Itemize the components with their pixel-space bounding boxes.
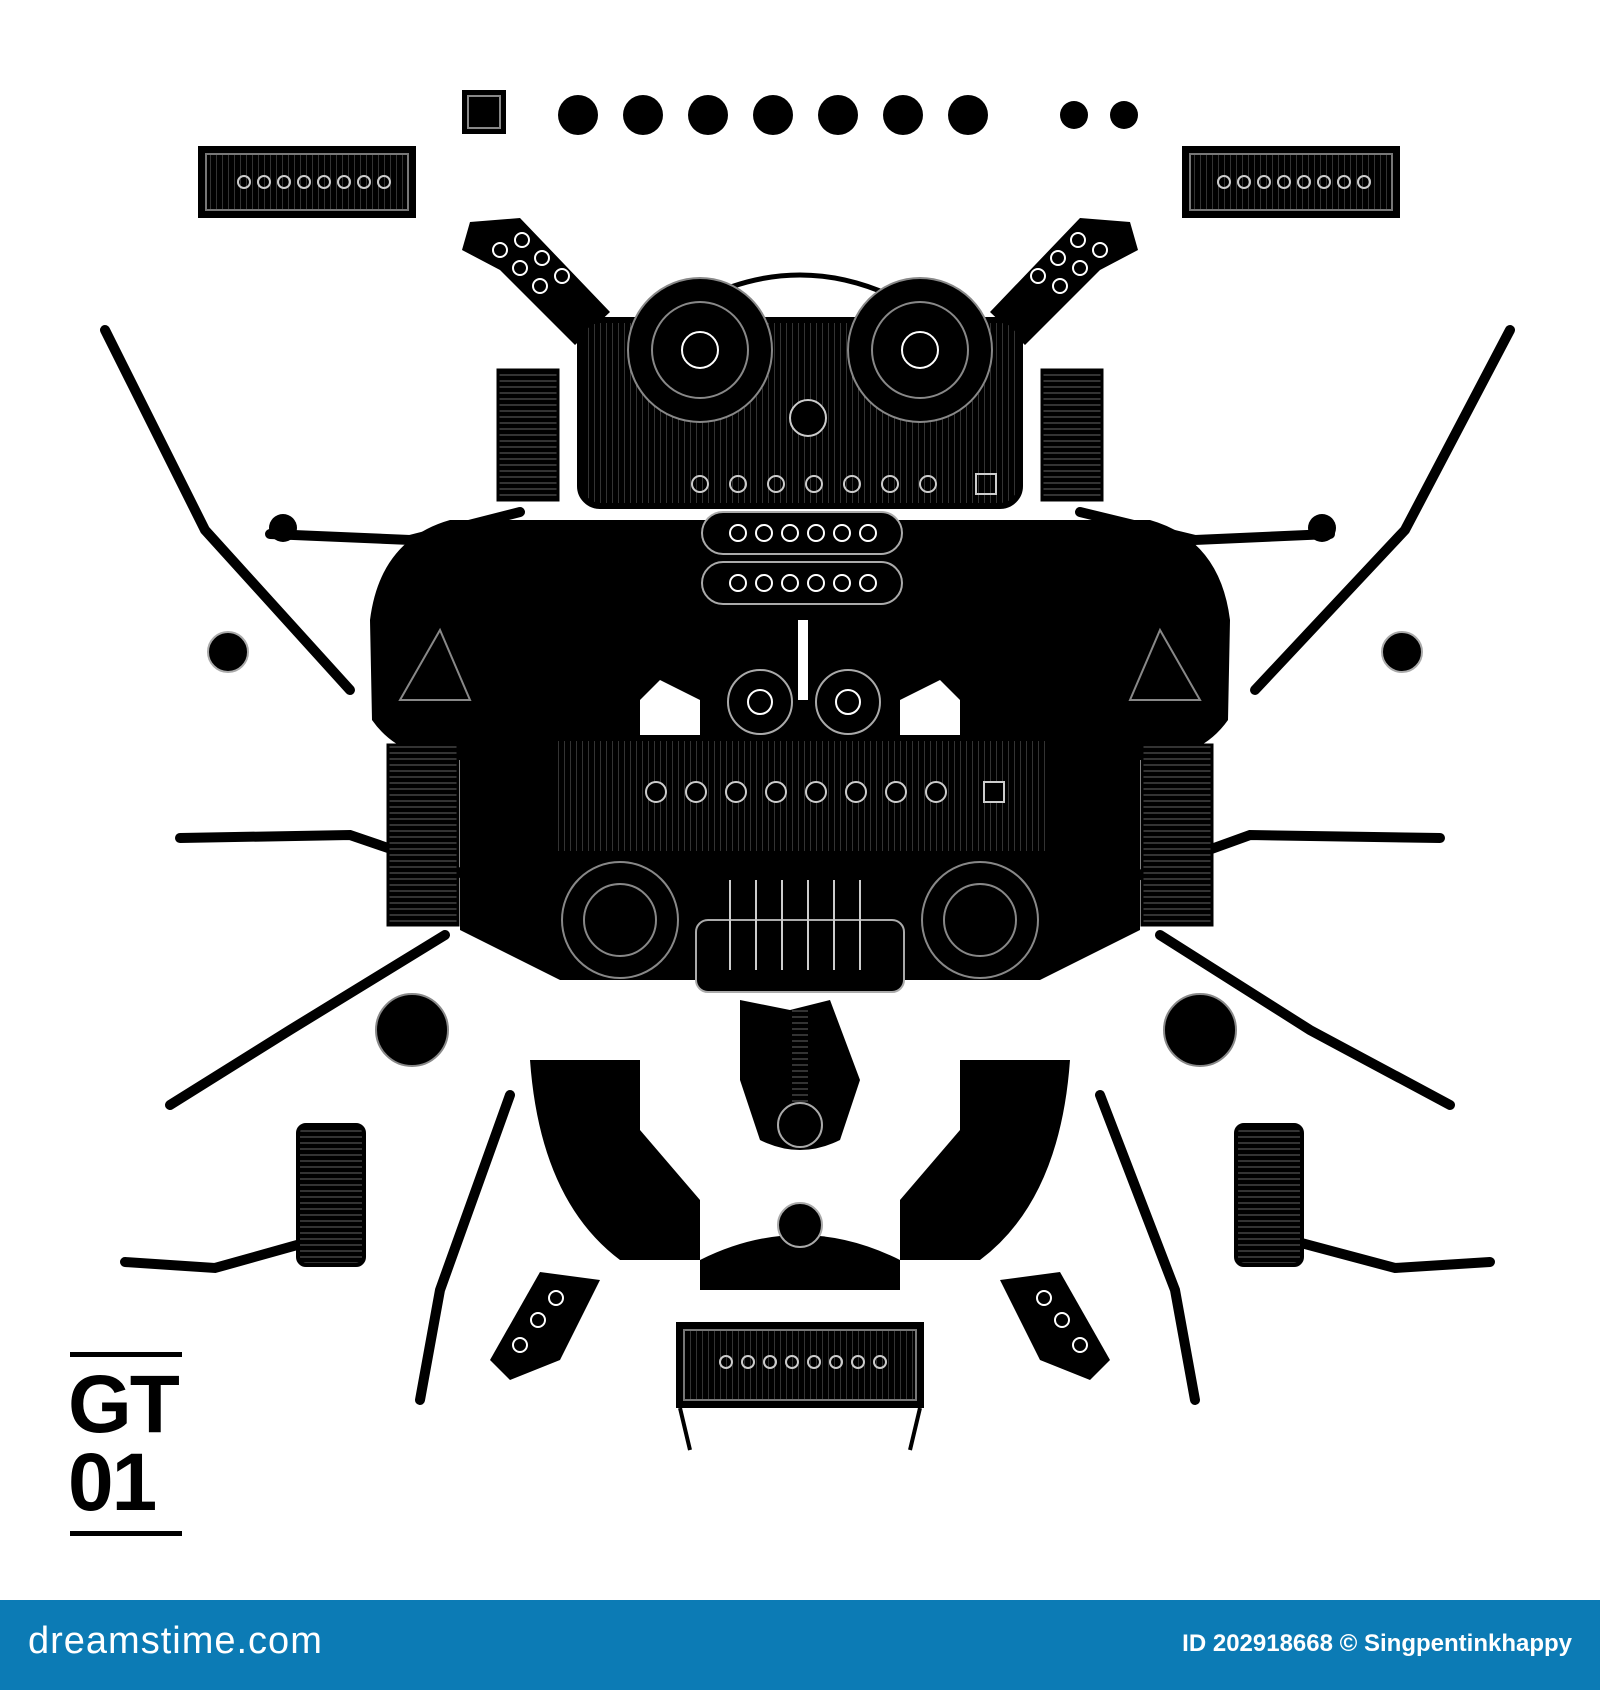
lower-side-bridges [296, 1123, 1304, 1267]
label-line-1: GT [68, 1359, 180, 1450]
bottom-pickup [676, 1322, 924, 1451]
label-line-2: 01 [68, 1437, 157, 1528]
watermark-footer: dreamstime.com ID 202918668 © Singpentin… [0, 1600, 1600, 1690]
side-bridges [386, 368, 1214, 927]
left-top-pickup [198, 146, 416, 218]
footer-logo[interactable]: dreamstime.com [28, 1620, 323, 1662]
label-top-rule [70, 1352, 182, 1357]
humbucker-pickups [701, 511, 903, 605]
headstock-lower-left [490, 1272, 600, 1380]
label-bottom-rule [70, 1531, 182, 1536]
amp-panel-middle [549, 735, 1051, 857]
chin-guitar-body [740, 1000, 860, 1150]
amp-head [577, 272, 1023, 509]
nose-area [640, 620, 960, 740]
headstock-lower-right [1000, 1272, 1110, 1380]
footer-credit: ID 202918668 © Singpentinkhappy [1182, 1630, 1572, 1657]
top-knob-row [462, 90, 1138, 135]
headstock-upper-right [990, 218, 1138, 345]
right-top-pickup [1182, 146, 1400, 218]
jaw-speakers [561, 861, 1039, 993]
loose-knobs [207, 514, 1423, 1067]
headstock-upper-left [462, 218, 610, 345]
tremolo-arms [100, 325, 1515, 1405]
guitar-parts-skull-artwork [100, 90, 1515, 1451]
mandible [530, 1060, 1070, 1290]
